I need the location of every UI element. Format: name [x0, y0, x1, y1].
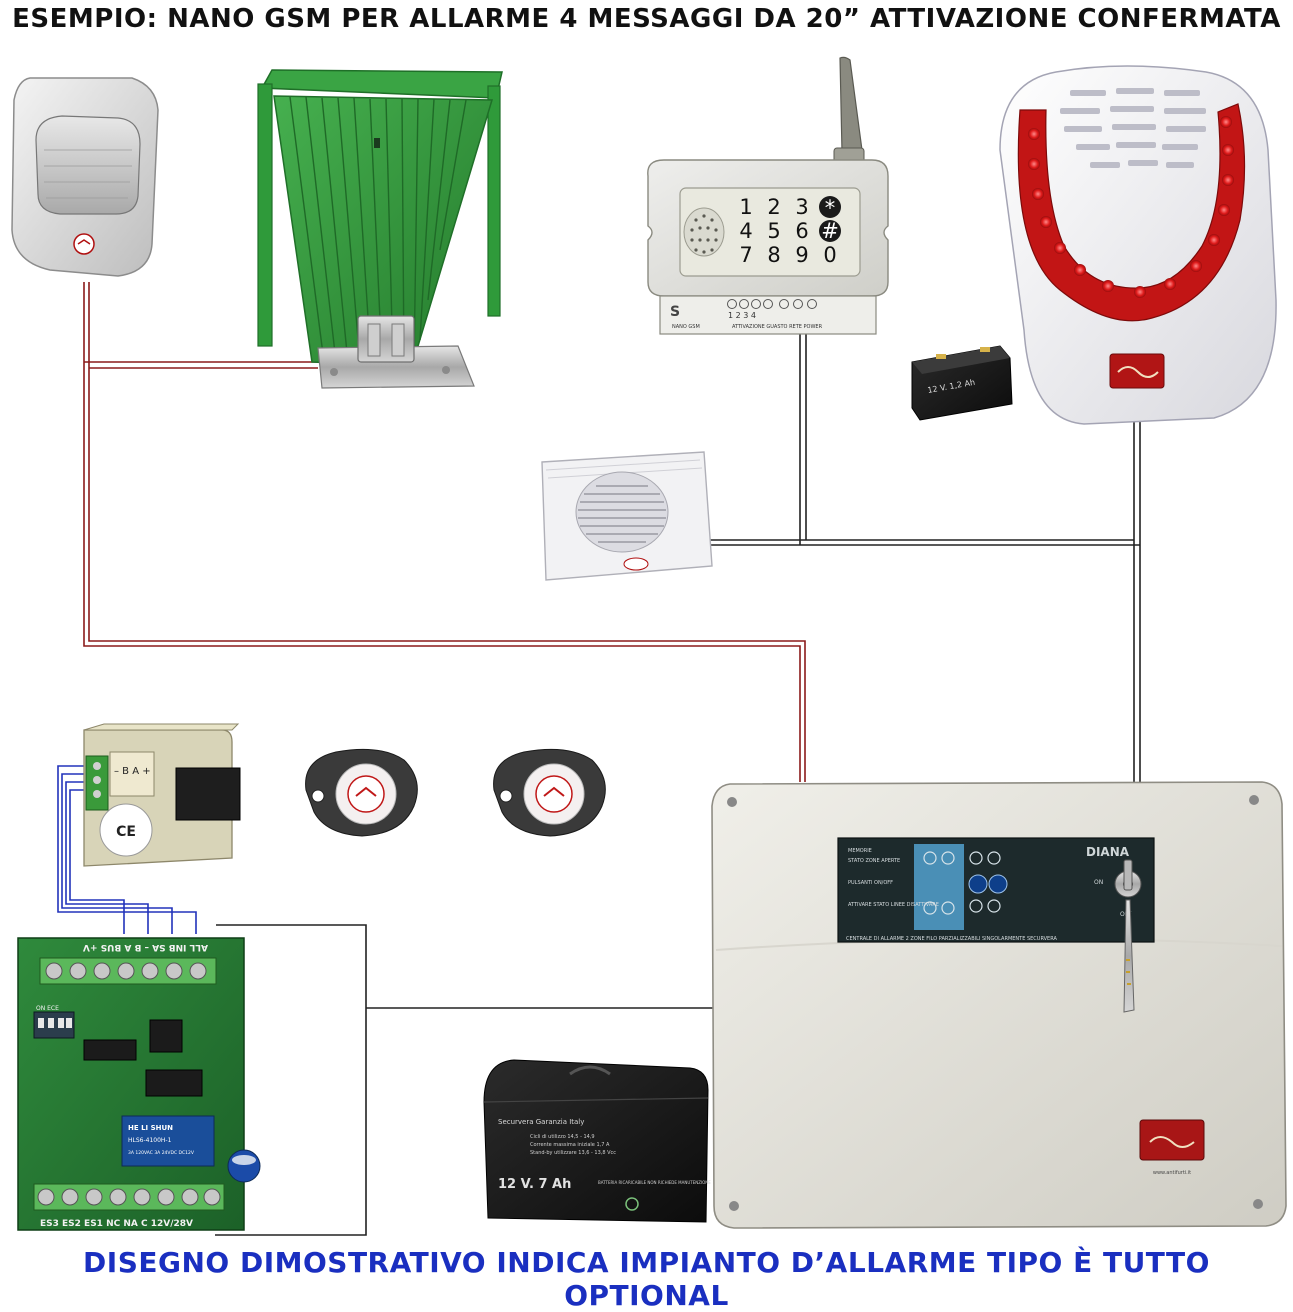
interface-board: ALL INB SA – B A BUS +V ON ECE HE LI SHU…: [17, 937, 261, 1231]
battery-spec-1: Cicli di utilizzo 14,5 - 14,9: [530, 1134, 595, 1140]
motion-sensor: [11, 77, 159, 277]
key-1[interactable]: 1: [739, 195, 752, 219]
gsm-led-numbers: 1 2 3 4: [728, 311, 756, 320]
reader-terminals: – B A +: [114, 766, 151, 777]
alarm-diagram: ESEMPIO: NANO GSM PER ALLARME 4 MESSAGGI…: [11, 4, 1287, 1312]
panel-row-4: ATTIVARE STATO LINEE DISATTIVARE: [848, 902, 939, 908]
control-panel: MEMORIE STATO ZONE APERTE PULSANTI ON/OF…: [711, 781, 1287, 1229]
key-4[interactable]: 4: [739, 219, 752, 243]
brand-logo-icon: [73, 233, 95, 255]
key-0[interactable]: 0: [823, 243, 836, 267]
antenna-icon: [839, 56, 863, 153]
rfid-reader: – B A + CE: [83, 723, 241, 867]
key-star[interactable]: *: [825, 196, 836, 220]
battery-spec-3: Stand-by utilizzare 13,6 - 13,8 Vcc: [530, 1150, 616, 1156]
rfid-tag-1: [305, 748, 418, 837]
gsm-panel-labels: ATTIVAZIONE GUASTO RETE POWER: [732, 324, 823, 330]
panel-brand-badge: [1139, 1119, 1205, 1161]
panel-footer-text: CENTRALE DI ALLARME 2 ZONE FILO PARZIALI…: [846, 936, 1057, 942]
relay-model: HLS6-4100H-1: [128, 1137, 172, 1144]
battery-notes: BATTERIA RICARICABILE NON RICHIEDE MANUT…: [598, 1180, 711, 1185]
battery-brand-line: Securvera Garanzia Italy: [498, 1118, 584, 1126]
gsm-keypad: 1 2 3 * 4 5 6 # 7 8 9 0: [739, 195, 841, 267]
key-6[interactable]: 6: [795, 219, 808, 243]
key-2[interactable]: 2: [767, 195, 780, 219]
panel-row-1: MEMORIE: [848, 848, 872, 854]
siren-leds: [1028, 116, 1234, 298]
magnetic-contact: [317, 315, 475, 389]
key-label-on: ON: [1094, 879, 1103, 886]
diagram-title: ESEMPIO: NANO GSM PER ALLARME 4 MESSAGGI…: [12, 4, 1281, 34]
black-wire: [215, 334, 1141, 1236]
recycle-icon: [625, 1197, 639, 1211]
battery-spec-2: Corrente massima iniziale 1,7 A: [530, 1142, 610, 1148]
bottom-terminal-block: [33, 1183, 225, 1211]
relay-brand: HE LI SHUN: [128, 1124, 173, 1132]
key-5[interactable]: 5: [767, 219, 780, 243]
board-bottom-terminals: ES3 ES2 ES1 NC NA C 12V/28V: [40, 1219, 193, 1229]
wiring: [57, 282, 1141, 1236]
gsm-dialer: 1 2 3 * 4 5 6 # 7 8 9 0 S NANO GSM: [647, 56, 889, 335]
blue-wire: [57, 765, 197, 934]
big-battery: Securvera Garanzia Italy Cicli di utiliz…: [483, 1059, 711, 1223]
key-icon: [1123, 899, 1135, 1013]
rfid-tag-2: [493, 748, 606, 837]
panel-row-2: STATO ZONE APERTE: [848, 858, 900, 864]
top-terminal-block: [39, 957, 217, 985]
key-hash[interactable]: #: [821, 219, 839, 243]
key-7[interactable]: 7: [739, 243, 752, 267]
diagram-canvas: 1 2 3 * 4 5 6 # 7 8 9 0 S NANO GSM: [11, 56, 1287, 1236]
indoor-speaker: [541, 451, 713, 581]
diagram-caption: DISEGNO DIMOSTRATIVO INDICA IMPIANTO D’A…: [83, 1246, 1210, 1312]
relay-specs: 3A 120VAC 3A 24VDC DC12V: [128, 1150, 195, 1156]
board-dip-labels: ON ECE: [36, 1005, 59, 1012]
key-3[interactable]: 3: [795, 195, 808, 219]
garage-door: [257, 69, 503, 367]
outdoor-siren: [999, 65, 1277, 425]
red-wire: [83, 282, 806, 782]
key-9[interactable]: 9: [795, 243, 808, 267]
key-8[interactable]: 8: [767, 243, 780, 267]
board-top-terminals: ALL INB SA – B A BUS +V: [83, 942, 208, 952]
gsm-logo-icon: S: [670, 304, 680, 320]
battery-label: 12 V. 7 Ah: [498, 1177, 571, 1192]
panel-site: www.antifurti.it: [1153, 1170, 1191, 1176]
gsm-model: NANO GSM: [672, 324, 700, 330]
small-battery: 12 V. 1,2 Ah: [911, 345, 1013, 421]
panel-row-3: PULSANTI ON/OFF: [848, 880, 893, 886]
ce-mark: CE: [116, 824, 136, 840]
panel-name: DIANA: [1086, 845, 1130, 859]
